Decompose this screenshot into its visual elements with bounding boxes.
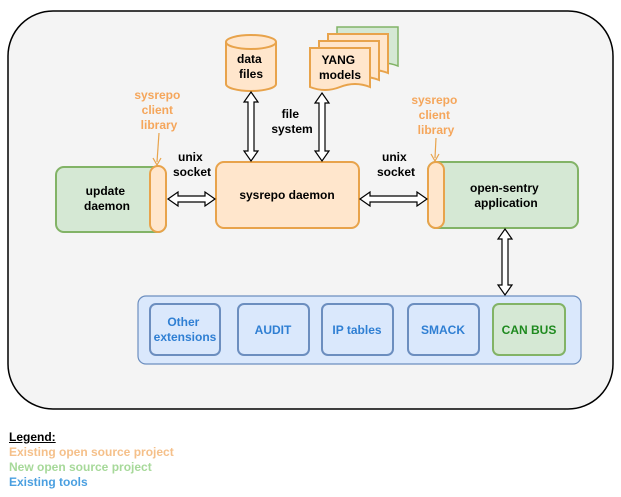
client-library-left-line2: client bbox=[142, 103, 173, 117]
arrow-update-daemon bbox=[166, 190, 217, 208]
unix-socket-right-line1: unix bbox=[382, 150, 407, 164]
client-library-right bbox=[427, 161, 445, 229]
tool-other-extensions bbox=[149, 303, 221, 356]
svg-text:unix socket: unix socket bbox=[173, 150, 211, 179]
data-files-cylinder: data files bbox=[225, 34, 277, 92]
yang-models-stack: YANG models bbox=[309, 26, 399, 91]
update-daemon-label-line1: update bbox=[86, 184, 126, 198]
tool-other-extensions-line1: Other bbox=[167, 315, 199, 329]
yang-models-label-line2: models bbox=[319, 68, 361, 82]
client-library-left-line3: library bbox=[141, 118, 178, 132]
yang-models-label-line1: YANG bbox=[322, 53, 356, 67]
client-library-left bbox=[149, 165, 167, 233]
arrow-yang-daemon bbox=[313, 91, 331, 163]
architecture-diagram: data files YANG models sysrepo daemon up… bbox=[7, 10, 614, 410]
legend-title: Legend: bbox=[9, 430, 56, 444]
arrow-datafiles-daemon bbox=[242, 90, 260, 163]
open-sentry-label-line1: open-sentry bbox=[470, 181, 539, 195]
tool-can-bus-label: CAN BUS bbox=[502, 323, 557, 337]
tool-audit-label: AUDIT bbox=[255, 323, 292, 337]
tool-ip-tables-label: IP tables bbox=[332, 323, 381, 337]
unix-socket-right-line2: socket bbox=[377, 165, 415, 179]
legend-new: New open source project bbox=[9, 460, 152, 474]
file-system-line1: file bbox=[282, 107, 300, 121]
arrow-daemon-opensentry bbox=[358, 190, 429, 208]
svg-text:sysrepo client library: sysrepo client library bbox=[411, 93, 460, 137]
client-library-left-pointer bbox=[156, 132, 160, 163]
svg-text:Other extensions: Other extensions bbox=[154, 315, 217, 344]
client-library-left-line1: sysrepo bbox=[134, 88, 180, 102]
data-files-label-line2: files bbox=[239, 67, 263, 81]
tool-ip-tables bbox=[321, 303, 394, 356]
tool-smack-label: SMACK bbox=[421, 323, 465, 337]
arrow-opensentry-tools bbox=[496, 227, 514, 297]
tool-can-bus bbox=[492, 303, 566, 356]
client-library-right-line3: library bbox=[418, 123, 455, 137]
client-library-right-pointer bbox=[434, 137, 437, 159]
svg-text:data files: data files bbox=[237, 52, 265, 81]
svg-text:unix socket: unix socket bbox=[377, 150, 415, 179]
client-library-right-line1: sysrepo bbox=[411, 93, 457, 107]
data-files-label-line1: data bbox=[237, 52, 262, 66]
svg-text:file system: file system bbox=[271, 107, 312, 136]
tool-boxes: Other extensions AUDIT IP tables SMACK C… bbox=[149, 303, 566, 356]
sysrepo-daemon-box bbox=[215, 161, 360, 229]
svg-text:YANG models: YANG models bbox=[319, 53, 361, 82]
update-daemon-label-line2: daemon bbox=[84, 199, 130, 213]
sysrepo-daemon-label: sysrepo daemon bbox=[239, 188, 334, 202]
tool-audit bbox=[237, 303, 310, 356]
svg-text:open-sentry application: open-sentry application bbox=[470, 181, 542, 210]
legend-existing: Existing open source project bbox=[9, 445, 174, 459]
svg-text:sysrepo client library: sysrepo client library bbox=[134, 88, 183, 132]
legend-tools: Existing tools bbox=[9, 475, 88, 489]
legend: Legend: Existing open source project New… bbox=[9, 430, 174, 490]
unix-socket-left-line1: unix bbox=[178, 150, 203, 164]
file-system-line2: system bbox=[271, 122, 312, 136]
unix-socket-left-line2: socket bbox=[173, 165, 211, 179]
tool-other-extensions-line2: extensions bbox=[154, 330, 217, 344]
client-library-right-line2: client bbox=[419, 108, 450, 122]
svg-text:update daemon: update daemon bbox=[84, 184, 130, 213]
connector-arrows bbox=[166, 90, 514, 297]
open-sentry-label-line2: application bbox=[474, 196, 537, 210]
tool-smack bbox=[407, 303, 480, 356]
open-sentry-box bbox=[427, 161, 579, 229]
